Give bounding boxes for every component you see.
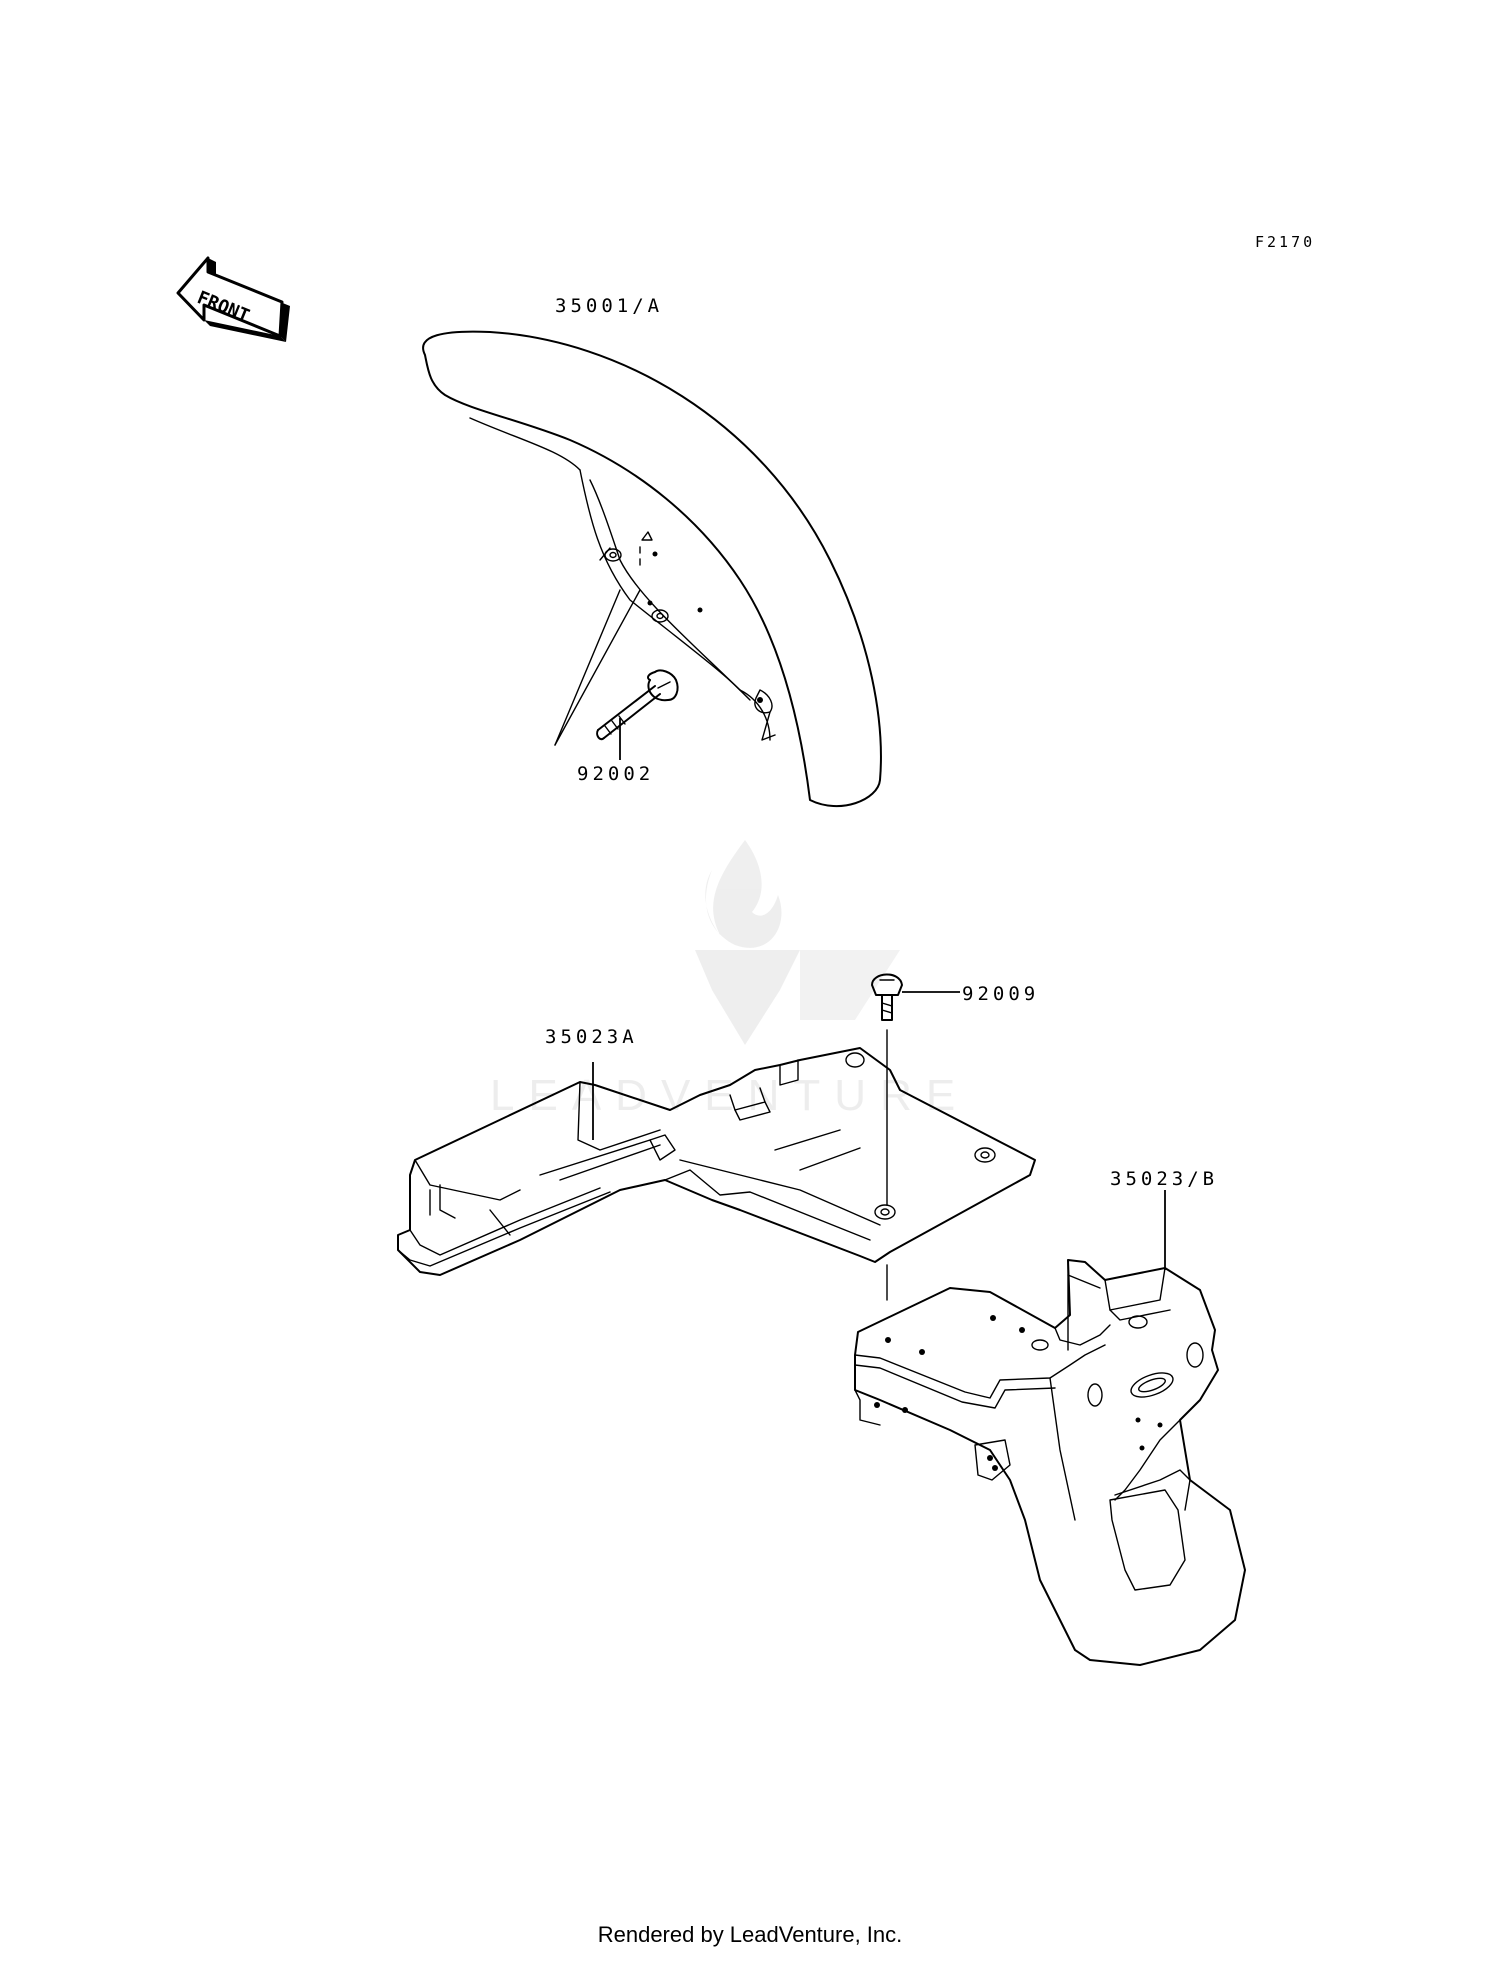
front-direction-arrow: FRONT bbox=[176, 256, 290, 342]
watermark-text: LEADVENTURE bbox=[490, 1071, 969, 1120]
screw-92009-drawing bbox=[871, 973, 960, 1301]
part-label-35001-a: 35001/A bbox=[555, 295, 663, 317]
bolt-92002-drawing bbox=[554, 589, 679, 760]
front-fender-drawing bbox=[422, 330, 882, 808]
watermark-logo: LEADVENTURE bbox=[490, 840, 969, 1120]
part-label-92009: 92009 bbox=[962, 983, 1039, 1005]
part-label-35023a: 35023A bbox=[545, 1026, 638, 1048]
part-label-92002: 92002 bbox=[577, 763, 654, 785]
rear-fender-front-part-drawing bbox=[397, 1047, 1036, 1276]
footer-credit: Rendered by LeadVenture, Inc. bbox=[597, 1922, 903, 1947]
part-label-35023-b: 35023/B bbox=[1110, 1168, 1218, 1190]
rear-fender-rear-part-drawing bbox=[854, 1190, 1246, 1666]
figure-code: F2170 bbox=[1255, 233, 1315, 251]
